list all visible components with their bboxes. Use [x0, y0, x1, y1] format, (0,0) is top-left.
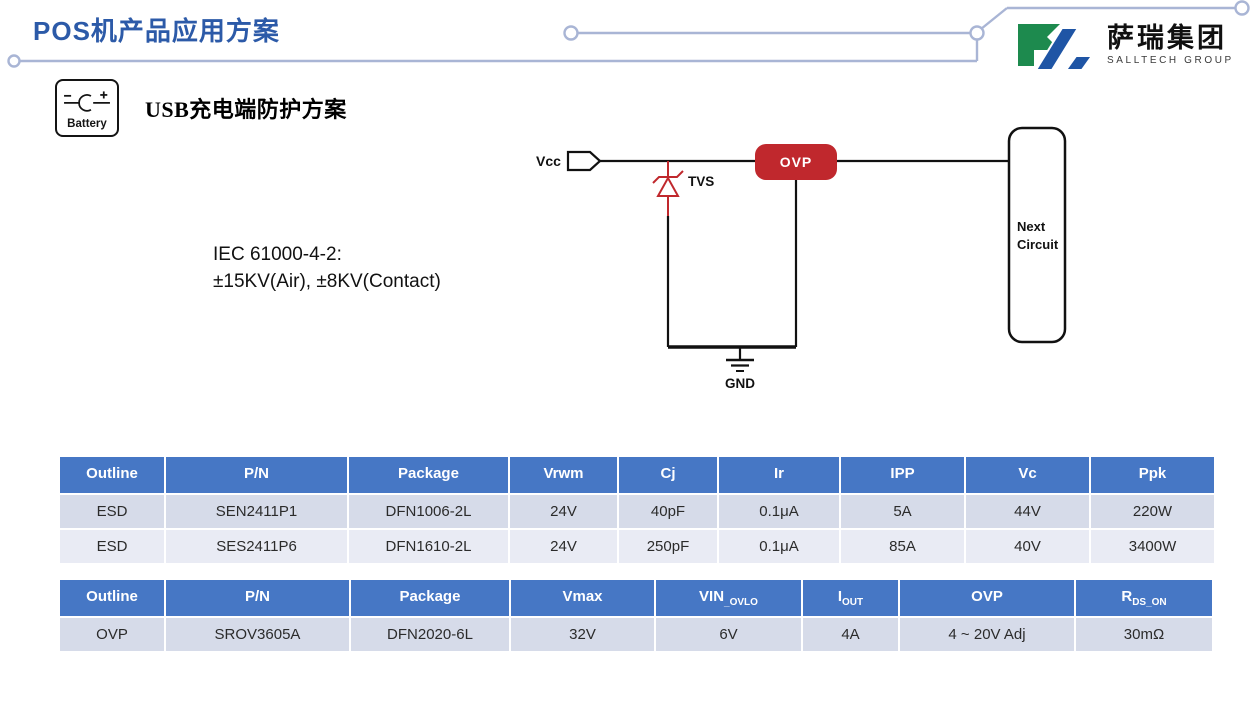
table-cell: 3400W — [1091, 530, 1214, 563]
table-cell: DFN2020-6L — [351, 618, 509, 651]
col-header-iout: IOUT — [803, 580, 898, 616]
table-cell: SROV3605A — [166, 618, 349, 651]
table-cell: DFN1610-2L — [349, 530, 508, 563]
iec-note: IEC 61000-4-2: ±15KV(Air), ±8KV(Contact) — [213, 241, 441, 295]
battery-icon: Battery — [55, 79, 119, 137]
table-cell: 0.1μA — [719, 495, 839, 528]
table-cell: 5A — [841, 495, 964, 528]
col-header-cj: Cj — [619, 457, 717, 493]
logo-name-en: SALLTECH GROUP — [1107, 54, 1234, 66]
col-header-rdson: RDS_ON — [1076, 580, 1212, 616]
table-cell: 220W — [1091, 495, 1214, 528]
table-cell: 44V — [966, 495, 1089, 528]
table-cell: OVP — [60, 618, 164, 651]
table-cell: 40pF — [619, 495, 717, 528]
section-heading: USB充电端防护方案 — [145, 97, 347, 122]
table-cell: 24V — [510, 495, 617, 528]
ovp-block: OVP — [755, 144, 837, 180]
col-header-outline: Outline — [60, 457, 164, 493]
table-cell: DFN1006-2L — [349, 495, 508, 528]
ovp-label: OVP — [780, 154, 813, 170]
table-cell: SES2411P6 — [166, 530, 347, 563]
col-header-vc: Vc — [966, 457, 1089, 493]
gnd-icon — [726, 358, 754, 372]
col-header-package: Package — [351, 580, 509, 616]
table-cell: 85A — [841, 530, 964, 563]
col-header-vrwm: Vrwm — [510, 457, 617, 493]
spec-table-ovp: Outline P/N Package Vmax VIN_OVLO IOUT O… — [58, 578, 1214, 653]
spec-table-esd: Outline P/N Package Vrwm Cj Ir IPP Vc Pp… — [58, 455, 1216, 565]
page-title: POS机产品应用方案 — [33, 16, 280, 46]
col-header-ipp: IPP — [841, 457, 964, 493]
table-cell: 40V — [966, 530, 1089, 563]
col-header-pn: P/N — [166, 580, 349, 616]
col-header-ovp: OVP — [900, 580, 1074, 616]
next-circuit-block: Next Circuit — [1007, 126, 1067, 344]
vcc-label: Vcc — [536, 153, 561, 169]
battery-label: Battery — [67, 118, 107, 130]
vcc-terminal: Vcc — [536, 150, 602, 172]
table-cell: 32V — [511, 618, 654, 651]
iec-line2: ±15KV(Air), ±8KV(Contact) — [213, 271, 441, 292]
tvs-label: TVS — [688, 174, 714, 189]
col-header-vin-ovlo: VIN_OVLO — [656, 580, 801, 616]
tvs-diode-icon — [652, 161, 684, 216]
table-cell: SEN2411P1 — [166, 495, 347, 528]
table-cell: 6V — [656, 618, 801, 651]
table-cell: 30mΩ — [1076, 618, 1212, 651]
battery-symbol-icon — [64, 91, 110, 112]
next-circuit-line1: Next — [1017, 219, 1046, 234]
col-header-pn: P/N — [166, 457, 347, 493]
table-row: ESD SES2411P6 DFN1610-2L 24V 250pF 0.1μA… — [60, 530, 1214, 563]
logo-icon — [1018, 24, 1094, 70]
table-row: OVP SROV3605A DFN2020-6L 32V 6V 4A 4 ~ 2… — [60, 618, 1212, 651]
table-cell: 4A — [803, 618, 898, 651]
table-cell: 0.1μA — [719, 530, 839, 563]
table-cell: 24V — [510, 530, 617, 563]
col-header-package: Package — [349, 457, 508, 493]
company-logo: 萨瑞集团 SALLTECH GROUP — [1014, 20, 1234, 70]
col-header-ir: Ir — [719, 457, 839, 493]
table-row: ESD SEN2411P1 DFN1006-2L 24V 40pF 0.1μA … — [60, 495, 1214, 528]
decorative-trace-lines — [7, 0, 1250, 68]
table-cell: ESD — [60, 495, 164, 528]
col-header-outline: Outline — [60, 580, 164, 616]
logo-name-cn: 萨瑞集团 — [1107, 23, 1227, 54]
next-circuit-line2: Circuit — [1017, 237, 1059, 252]
circuit-diagram: Vcc TVS OVP GND Next Circuit — [536, 126, 1067, 391]
col-header-vmax: Vmax — [511, 580, 654, 616]
iec-line1: IEC 61000-4-2: — [213, 244, 342, 265]
col-header-ppk: Ppk — [1091, 457, 1214, 493]
table-cell: 250pF — [619, 530, 717, 563]
table-cell: 4 ~ 20V Adj — [900, 618, 1074, 651]
table-cell: ESD — [60, 530, 164, 563]
gnd-label: GND — [725, 376, 755, 391]
